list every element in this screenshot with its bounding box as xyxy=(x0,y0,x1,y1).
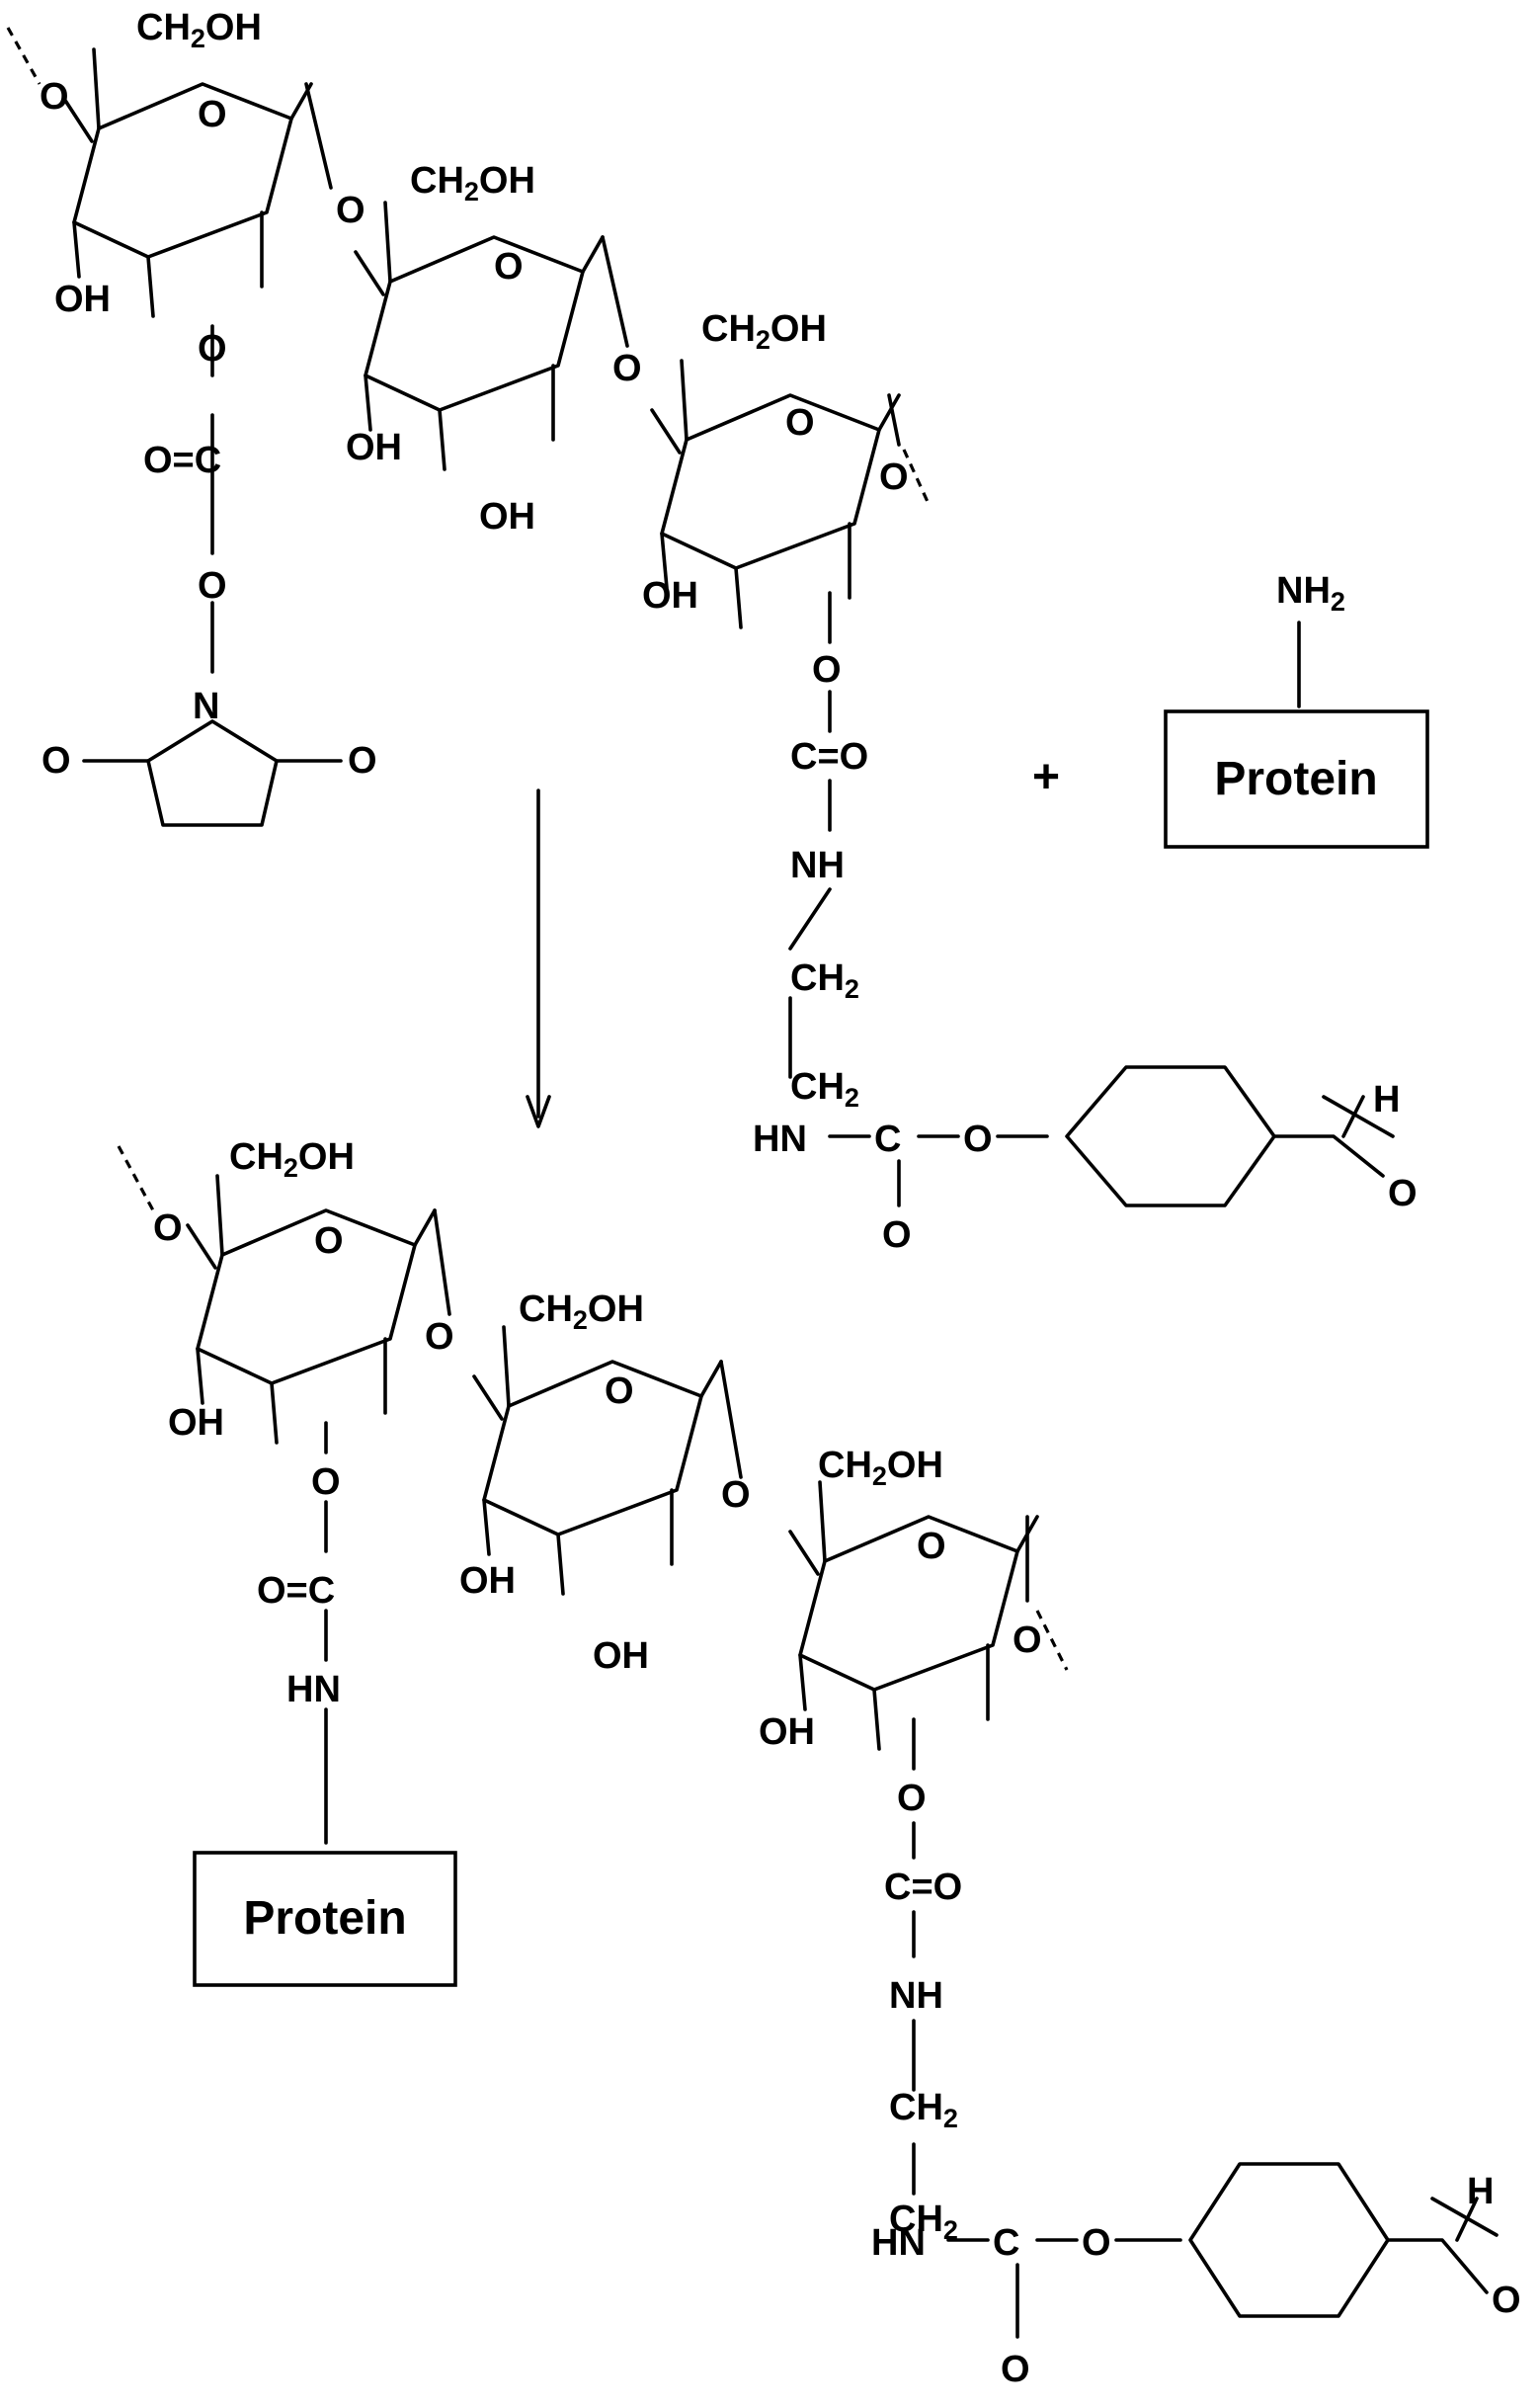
label-oh: OH xyxy=(759,1711,815,1753)
label-o: O xyxy=(198,94,227,135)
label-o: O xyxy=(785,402,815,444)
label-nh2: NH2 xyxy=(1276,570,1345,617)
label-o: O xyxy=(882,1214,912,1256)
label-o: O xyxy=(605,1370,634,1412)
label-oh: OH xyxy=(642,575,698,617)
label-ch2oh: CH2OH xyxy=(229,1136,355,1183)
plus-sign: + xyxy=(1032,751,1060,803)
label-o: O xyxy=(897,1778,927,1819)
bottom-labels: CH2OH O O OH O O=C HN O CH2OH O OH OH O … xyxy=(153,1136,1521,2390)
label-hn: HN xyxy=(753,1119,807,1160)
label-oh: OH xyxy=(346,427,402,468)
label-o: O xyxy=(1013,1619,1042,1661)
label-nh: NH xyxy=(889,1975,943,2017)
protein-reagent: NH2 Protein + xyxy=(1032,570,1427,847)
label-c: C xyxy=(874,1119,901,1160)
label-oh: OH xyxy=(479,496,535,538)
label-o: O xyxy=(40,76,69,118)
label-ch2oh: CH2OH xyxy=(701,308,827,355)
label-o: O xyxy=(425,1316,454,1358)
label-c: C xyxy=(993,2222,1019,2264)
label-o: O xyxy=(917,1526,946,1567)
label-o: O xyxy=(314,1220,344,1262)
label-nh: NH xyxy=(790,845,845,886)
label-oh: OH xyxy=(54,279,111,320)
label-o: O xyxy=(1492,2280,1521,2321)
label-oc: O=C xyxy=(257,1570,335,1612)
label-o: O xyxy=(494,246,524,288)
label-oh: OH xyxy=(168,1402,224,1444)
label-oh: OH xyxy=(459,1560,516,1602)
protein-label: Protein xyxy=(243,1892,406,1945)
label-ch2: CH2 xyxy=(889,2087,958,2133)
label-oh: OH xyxy=(593,1635,649,1677)
label-o: O xyxy=(721,1474,751,1516)
label-o: O xyxy=(963,1119,993,1160)
label-o: O xyxy=(153,1207,183,1249)
label-h: H xyxy=(1373,1079,1400,1121)
label-co: C=O xyxy=(790,736,868,778)
label-o: O xyxy=(198,328,227,370)
label-ch2oh: CH2OH xyxy=(519,1288,644,1335)
label-o: O xyxy=(1388,1173,1418,1214)
label-ch2oh: CH2OH xyxy=(136,7,262,53)
label-o: O xyxy=(612,348,642,389)
label-o: O xyxy=(311,1461,341,1503)
label-ch2: CH2 xyxy=(790,957,859,1004)
reaction-arrow xyxy=(527,790,549,1126)
label-ch2: CH2 xyxy=(790,1066,859,1113)
label-o: O xyxy=(198,565,227,607)
label-hn: HN xyxy=(286,1669,341,1710)
label-o: O xyxy=(41,740,71,782)
label-n: N xyxy=(193,686,219,727)
label-h: H xyxy=(1467,2171,1494,2212)
label-o: O xyxy=(348,740,377,782)
label-o: O xyxy=(1082,2222,1111,2264)
protein-label: Protein xyxy=(1214,753,1377,805)
label-o: O xyxy=(812,649,842,691)
label-o: O xyxy=(1001,2349,1030,2390)
label-oc: O=C xyxy=(143,440,221,481)
label-hn: HN xyxy=(871,2222,926,2264)
label-ch2oh: CH2OH xyxy=(410,160,535,207)
label-o: O xyxy=(336,190,365,231)
label-o: O xyxy=(879,457,909,498)
label-ch2oh: CH2OH xyxy=(818,1445,943,1491)
activated-polysaccharide xyxy=(8,28,1393,1205)
label-co: C=O xyxy=(884,1867,962,1908)
